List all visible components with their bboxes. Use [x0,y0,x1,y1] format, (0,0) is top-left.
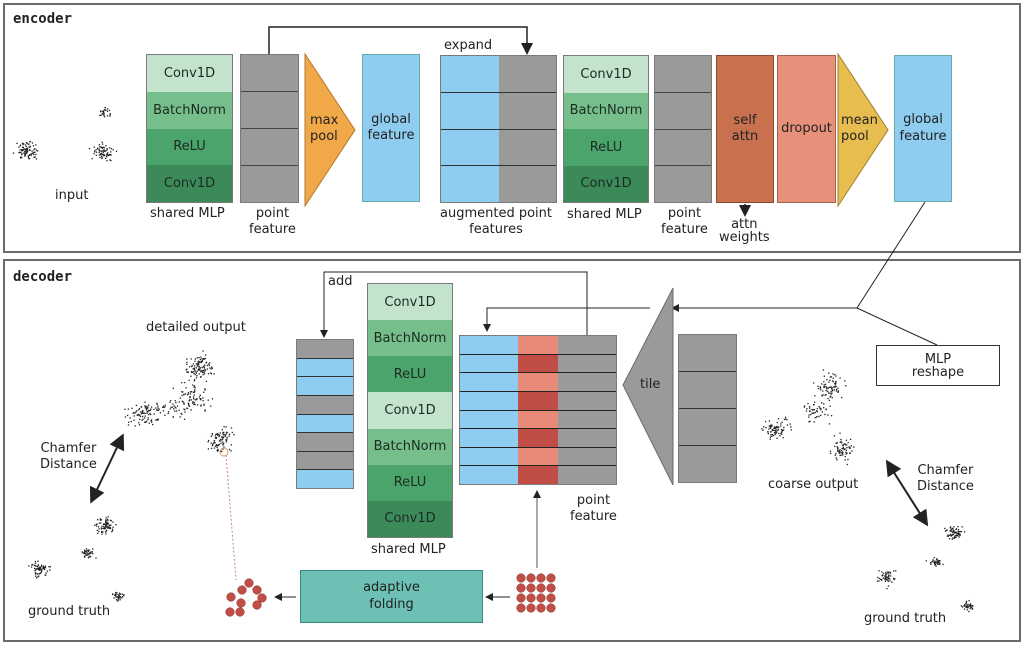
feature-cell [517,410,559,430]
feature-cell [460,373,518,392]
output-stack-cell [297,433,353,452]
output-stack-cell [297,414,353,434]
encoder-point-feature-1 [240,54,299,203]
layer-conv1d: Conv1D [147,165,232,202]
feature-cell [517,391,559,411]
feature-cell [460,429,518,448]
output-stack-cell [297,377,353,396]
feature-cell [460,447,518,467]
layer-conv1d: Conv1D [564,56,648,93]
encoder-shared-mlp-1: Conv1D BatchNorm ReLU Conv1D [146,54,233,203]
layer-relu: ReLU [564,129,648,166]
feature-cell [460,410,518,430]
dropout-block: dropout [777,55,836,203]
layer-conv1d: Conv1D [368,284,452,321]
add-label: add [328,274,353,289]
feature-cell [517,429,559,448]
feature-cell [558,373,616,392]
output-stack-cell [297,470,353,488]
input-label: input [55,188,89,203]
feature-cell [558,354,616,374]
layer-batchnorm: BatchNorm [368,320,452,357]
feature-cell [460,466,518,484]
decoder-tile-input [678,334,737,483]
coarse-output-label: coarse output [768,477,859,492]
detailed-output-label: detailed output [146,320,246,335]
layer-relu: ReLU [368,356,452,393]
feature-cell [558,429,616,448]
feature-cell [558,466,616,484]
feature-cell [558,336,616,355]
feature-cell [517,373,559,392]
layer-conv1d: Conv1D [147,55,232,92]
layer-batchnorm: BatchNorm [368,428,452,465]
layer-conv1d: Conv1D [368,500,452,537]
expand-label: expand [444,38,493,53]
layer-conv1d: Conv1D [564,165,648,202]
decoder-point-feature [459,335,617,485]
feature-cell [558,410,616,430]
feature-cell [517,447,559,467]
shared-mlp-1-caption: shared MLP [150,206,225,221]
output-stack-cell [297,395,353,415]
encoder-shared-mlp-2: Conv1D BatchNorm ReLU Conv1D [563,55,649,203]
layer-conv1d: Conv1D [368,392,452,429]
feature-cell [460,391,518,411]
shared-mlp-2-caption: shared MLP [567,207,642,222]
layer-relu: ReLU [368,464,452,501]
feature-cell [460,354,518,374]
ground-truth-left-label: ground truth [28,604,111,619]
feature-cell [517,354,559,374]
layer-batchnorm: BatchNorm [147,91,232,129]
layer-relu: ReLU [147,128,232,166]
encoder-point-feature-2 [654,55,712,203]
feature-cell [558,447,616,467]
encoder-title: encoder [13,11,73,27]
feature-cell [460,336,518,355]
decoder-output-stack [296,339,354,489]
output-stack-cell [297,451,353,471]
ground-truth-right-label: ground truth [864,611,947,626]
output-stack-cell [297,358,353,378]
output-stack-cell [297,340,353,359]
augmented-point-features [440,55,557,203]
layer-batchnorm: BatchNorm [564,92,648,129]
tile-label: tile [640,377,661,392]
feature-cell [558,391,616,411]
decoder-shared-mlp-caption: shared MLP [371,542,446,557]
feature-cell [517,466,559,484]
feature-cell [517,336,559,355]
decoder-title: decoder [13,269,73,285]
